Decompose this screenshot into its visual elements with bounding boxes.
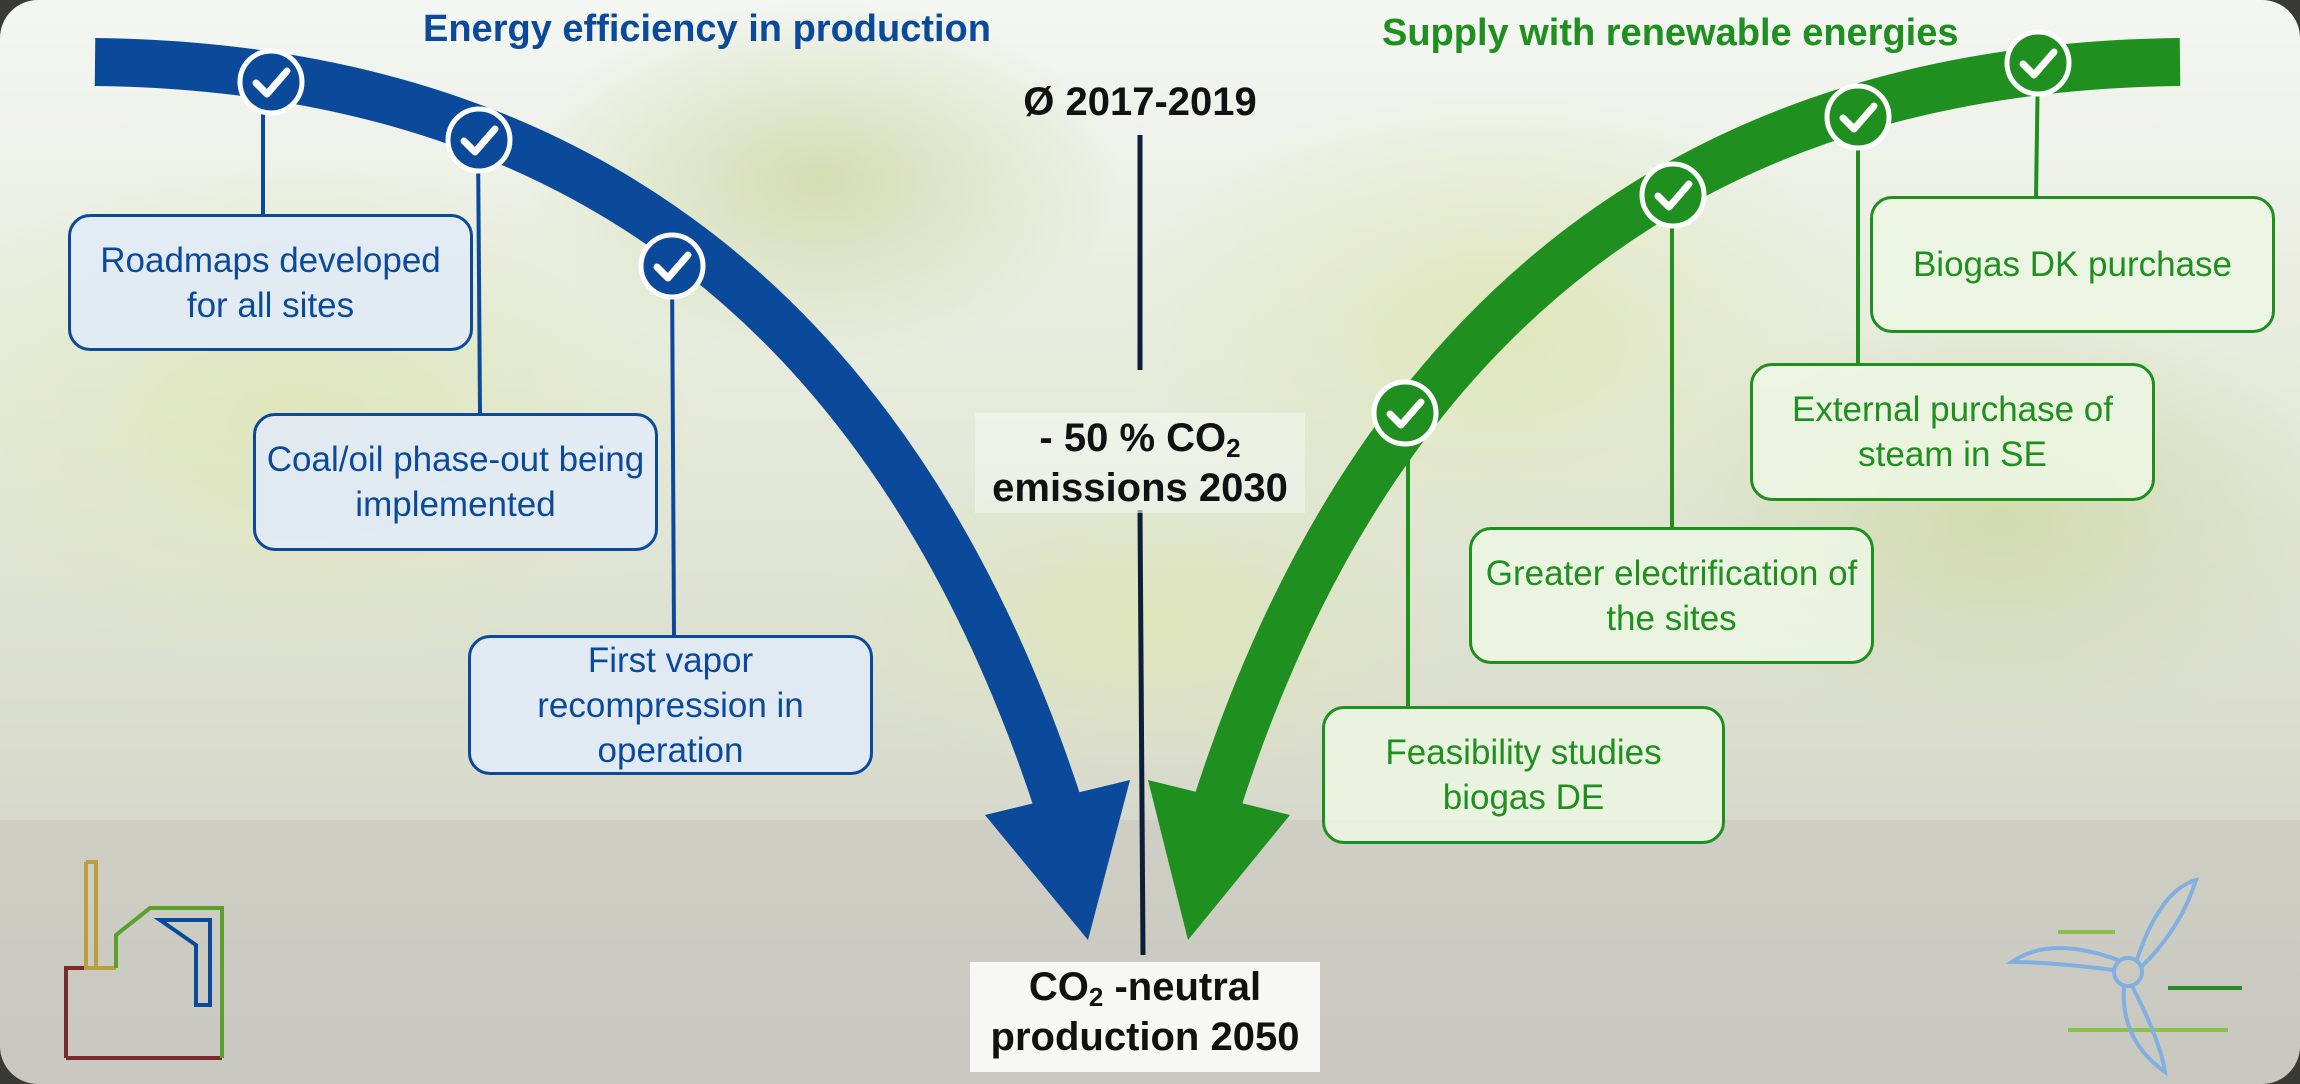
right-heading: Supply with renewable energies xyxy=(1382,12,1959,54)
measure-box-feasibility-biogas-de: Feasibility studies biogas DE xyxy=(1322,706,1725,844)
green-arrow-shaft xyxy=(1192,38,2181,818)
check-icon xyxy=(1371,379,1439,447)
check-icon xyxy=(1639,161,1707,229)
check-icon xyxy=(237,48,305,116)
check-icon xyxy=(638,232,706,300)
timeline-start-label: Ø 2017-2019 xyxy=(1023,80,1257,124)
green-arrow-head xyxy=(1148,780,1290,940)
measure-box-roadmaps: Roadmaps developed for all sites xyxy=(68,214,473,351)
blue-arrow-head xyxy=(985,780,1130,940)
wind-turbine-icon xyxy=(2005,877,2242,1077)
measure-box-steam-purchase-se: External purchase of steam in SE xyxy=(1750,363,2155,501)
check-icon xyxy=(2004,29,2072,97)
measure-box-coal-oil-phase-out: Coal/oil phase-out being implemented xyxy=(253,413,658,551)
left-heading: Energy efficiency in production xyxy=(423,8,991,50)
check-icon xyxy=(445,106,513,174)
measure-box-biogas-dk: Biogas DK purchase xyxy=(1870,196,2275,333)
measure-box-vapor-recompression: First vapor recompression in operation xyxy=(468,635,873,775)
check-icon xyxy=(1824,83,1892,151)
timeline-line-lower xyxy=(1137,509,1146,956)
measure-box-electrification: Greater electrification of the sites xyxy=(1469,527,1874,664)
timeline-2050-label: CO2 -neutral production 2050 xyxy=(970,962,1320,1072)
factory-icon xyxy=(64,860,224,1060)
timeline-2030-label: - 50 % CO2 emissions 2030 xyxy=(975,413,1305,513)
